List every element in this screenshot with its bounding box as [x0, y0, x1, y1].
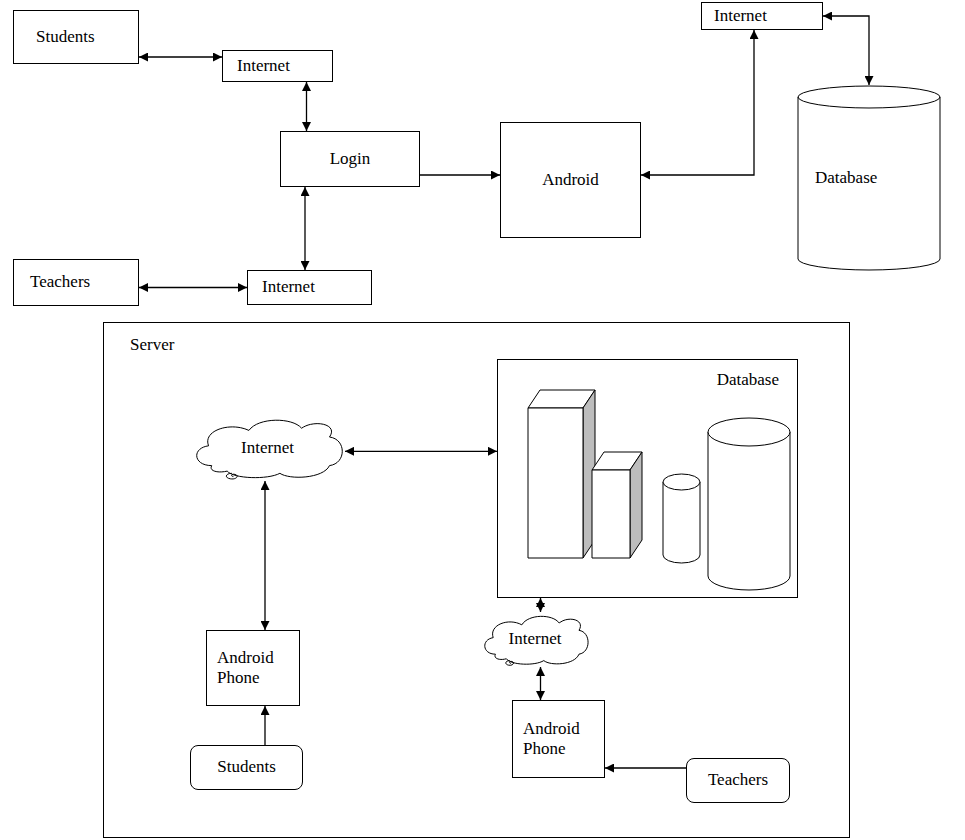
connector-arrow	[139, 287, 247, 288]
connector-arrow	[605, 767, 686, 768]
database-cylinder: Database	[797, 85, 941, 271]
process-box: Login	[280, 131, 420, 187]
node-label: Students	[36, 27, 95, 47]
network-box: Internet	[222, 50, 333, 82]
connector-arrow	[304, 187, 305, 270]
node-label: Internet	[714, 6, 767, 26]
node-label: Android	[542, 170, 599, 190]
connector-arrow	[641, 30, 754, 175]
connector-arrow	[540, 598, 541, 612]
network-box: Internet	[247, 270, 372, 305]
phone-box: Android Phone	[512, 700, 605, 778]
connector-arrow	[264, 706, 265, 745]
node-label: Android Phone	[523, 719, 594, 760]
connector-arrow	[306, 82, 307, 131]
actor-box: Students	[13, 10, 139, 64]
connector-arrow	[540, 667, 541, 700]
node-label: Android Phone	[217, 648, 289, 689]
database-box: Database	[497, 359, 798, 598]
actor-box: Teachers	[686, 758, 790, 803]
node-label: Internet	[237, 56, 290, 76]
actor-box: Students	[190, 745, 303, 790]
platform-box: Android	[500, 122, 641, 238]
phone-box: Android Phone	[206, 630, 300, 706]
node-label: Database	[717, 370, 779, 390]
connector-arrow	[139, 56, 222, 57]
connector-arrow	[345, 451, 497, 452]
node-label: Internet	[509, 629, 562, 649]
node-label: Internet	[262, 277, 315, 297]
node-label: Internet	[241, 438, 294, 458]
node-label: Teachers	[30, 272, 90, 292]
actor-box: Teachers	[13, 259, 139, 306]
connector-arrow	[264, 481, 265, 630]
node-label: Server	[130, 335, 174, 355]
server-frame: ServerInternet DatabaseInternetAndroid Ph…	[103, 322, 850, 838]
network-box: Internet	[701, 2, 823, 30]
node-label: Database	[815, 168, 877, 188]
internet-cloud: Internet	[190, 415, 345, 481]
node-label: Login	[330, 149, 371, 169]
node-label: Teachers	[708, 770, 768, 790]
node-label: Students	[217, 757, 276, 777]
internet-cloud: Internet	[480, 612, 590, 667]
connector-arrow	[823, 16, 869, 85]
connector-arrow	[420, 174, 500, 175]
